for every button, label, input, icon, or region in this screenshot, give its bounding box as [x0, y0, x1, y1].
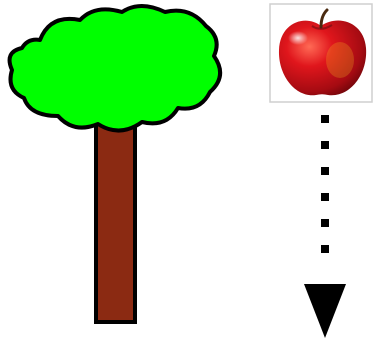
tree-icon	[10, 6, 221, 322]
arrow-dot	[321, 245, 329, 253]
apple-icon	[270, 4, 372, 102]
arrow-dot	[321, 219, 329, 227]
arrow-dot	[321, 167, 329, 175]
arrow-dot	[321, 141, 329, 149]
arrow-dot	[321, 193, 329, 201]
tree-trunk	[96, 122, 135, 322]
arrow-down-icon	[304, 115, 346, 338]
apple-shine	[288, 31, 308, 45]
arrow-head	[304, 284, 346, 338]
tree-foliage	[10, 6, 221, 131]
apple-speckle	[326, 42, 354, 78]
arrow-dot	[321, 115, 329, 123]
